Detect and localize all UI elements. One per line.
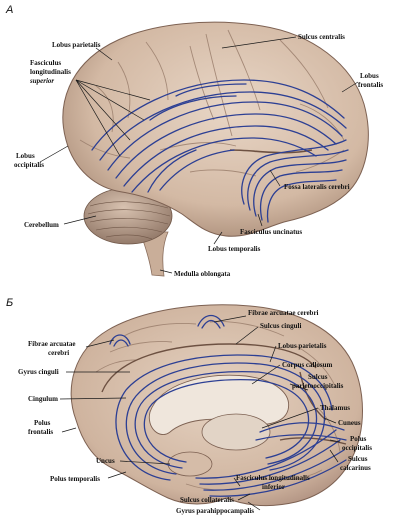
panel-b-letter: Б <box>6 297 13 309</box>
label-fasciculus-inferior-line2: inferior <box>262 483 285 491</box>
thalamus-shape <box>201 413 271 451</box>
label-cingulum: Cingulum <box>28 395 58 403</box>
label-fasciculus-inferior-line1: Fasciculus longitudinalis <box>236 474 310 482</box>
label-lobus-parietalis-b: Lobus parietalis <box>278 342 327 350</box>
cingulum-bundle <box>115 354 333 481</box>
label-fibrae-arcuatae-left-line2: cerebri <box>48 349 69 357</box>
panel-a-letter: A <box>5 4 13 16</box>
label-gyrus-cinguli: Gyrus cinguli <box>18 368 59 376</box>
panel-b: Б <box>6 297 372 515</box>
label-sulcus-calcarinus-line1: Sulcus <box>348 455 368 463</box>
label-sulcus-parieto-line1: Sulcus <box>308 373 328 381</box>
label-fossa-lateralis: Fossa lateralis cerebri <box>284 183 350 191</box>
label-lobus-parietalis-a: Lobus parietalis <box>52 41 101 49</box>
label-polus-frontalis-line2: frontalis <box>28 428 53 436</box>
label-lobus-frontalis-line1: Lobus <box>360 72 379 80</box>
label-fasciculus-line3: superior <box>29 77 54 85</box>
label-fibrae-arcuatae-right: Fibrae arcuatae cerebri <box>248 309 319 317</box>
label-lobus-frontalis-line2: frontalis <box>358 81 383 89</box>
fasciculus-longitudinalis-inferior <box>195 422 347 497</box>
sulcus-cinguli-groove <box>101 343 317 393</box>
fossa-lateralis-groove <box>229 149 313 154</box>
fibrae-arcuatae <box>109 314 225 347</box>
label-medulla-oblongata: Medulla oblongata <box>174 270 231 278</box>
label-lobus-occipitalis-line2: occipitalis <box>14 161 44 169</box>
label-lobus-temporalis: Lobus temporalis <box>208 245 261 253</box>
label-sulcus-cinguli: Sulcus cinguli <box>260 322 301 330</box>
leaders-panel-b <box>59 315 341 511</box>
cerebellum-shape <box>83 187 173 245</box>
uncus-shape <box>167 451 213 477</box>
label-fasciculus-line1: Fasciculus <box>30 59 61 67</box>
label-polus-occipitalis-line1: Polus <box>350 435 367 443</box>
fasciculus-longitudinalis-superior <box>91 79 347 193</box>
label-sulcus-parieto-line2: parietooccipitalis <box>292 382 344 390</box>
medulla-oblongata-shape <box>139 231 169 277</box>
label-polus-occipitalis-line2: occipitalis <box>342 444 372 452</box>
label-sulcus-calcarinus-line2: calcarinus <box>340 464 371 472</box>
label-thalamus: Thalamus <box>320 404 350 412</box>
label-fibrae-arcuatae-left-line1: Fibrae arcuatae <box>28 340 76 348</box>
label-sulcus-centralis: Sulcus centralis <box>298 33 345 41</box>
label-polus-frontalis-line1: Polus <box>34 419 51 427</box>
label-lobus-occipitalis-line1: Lobus <box>16 152 35 160</box>
label-cuneus: Cuneus <box>338 419 361 427</box>
label-fasciculus-uncinatus: Fasciculus uncinatus <box>240 228 302 236</box>
label-gyrus-parahippocampalis: Gyrus parahippocampalis <box>176 507 254 515</box>
label-uncus: Uncus <box>96 457 115 465</box>
label-polus-temporalis: Polus temporalis <box>50 475 100 483</box>
cerebrum-lateral-shape <box>62 21 369 237</box>
label-sulcus-collateralis: Sulcus collateralis <box>180 496 234 504</box>
panel-a: A <box>5 4 383 278</box>
label-cerebellum: Cerebellum <box>24 221 59 229</box>
leaders-panel-a <box>39 36 359 274</box>
label-fasciculus-line2: longitudinalis <box>30 68 71 76</box>
fasciculus-uncinatus <box>241 139 349 223</box>
label-corpus-callosum: Corpus callosum <box>282 361 333 369</box>
